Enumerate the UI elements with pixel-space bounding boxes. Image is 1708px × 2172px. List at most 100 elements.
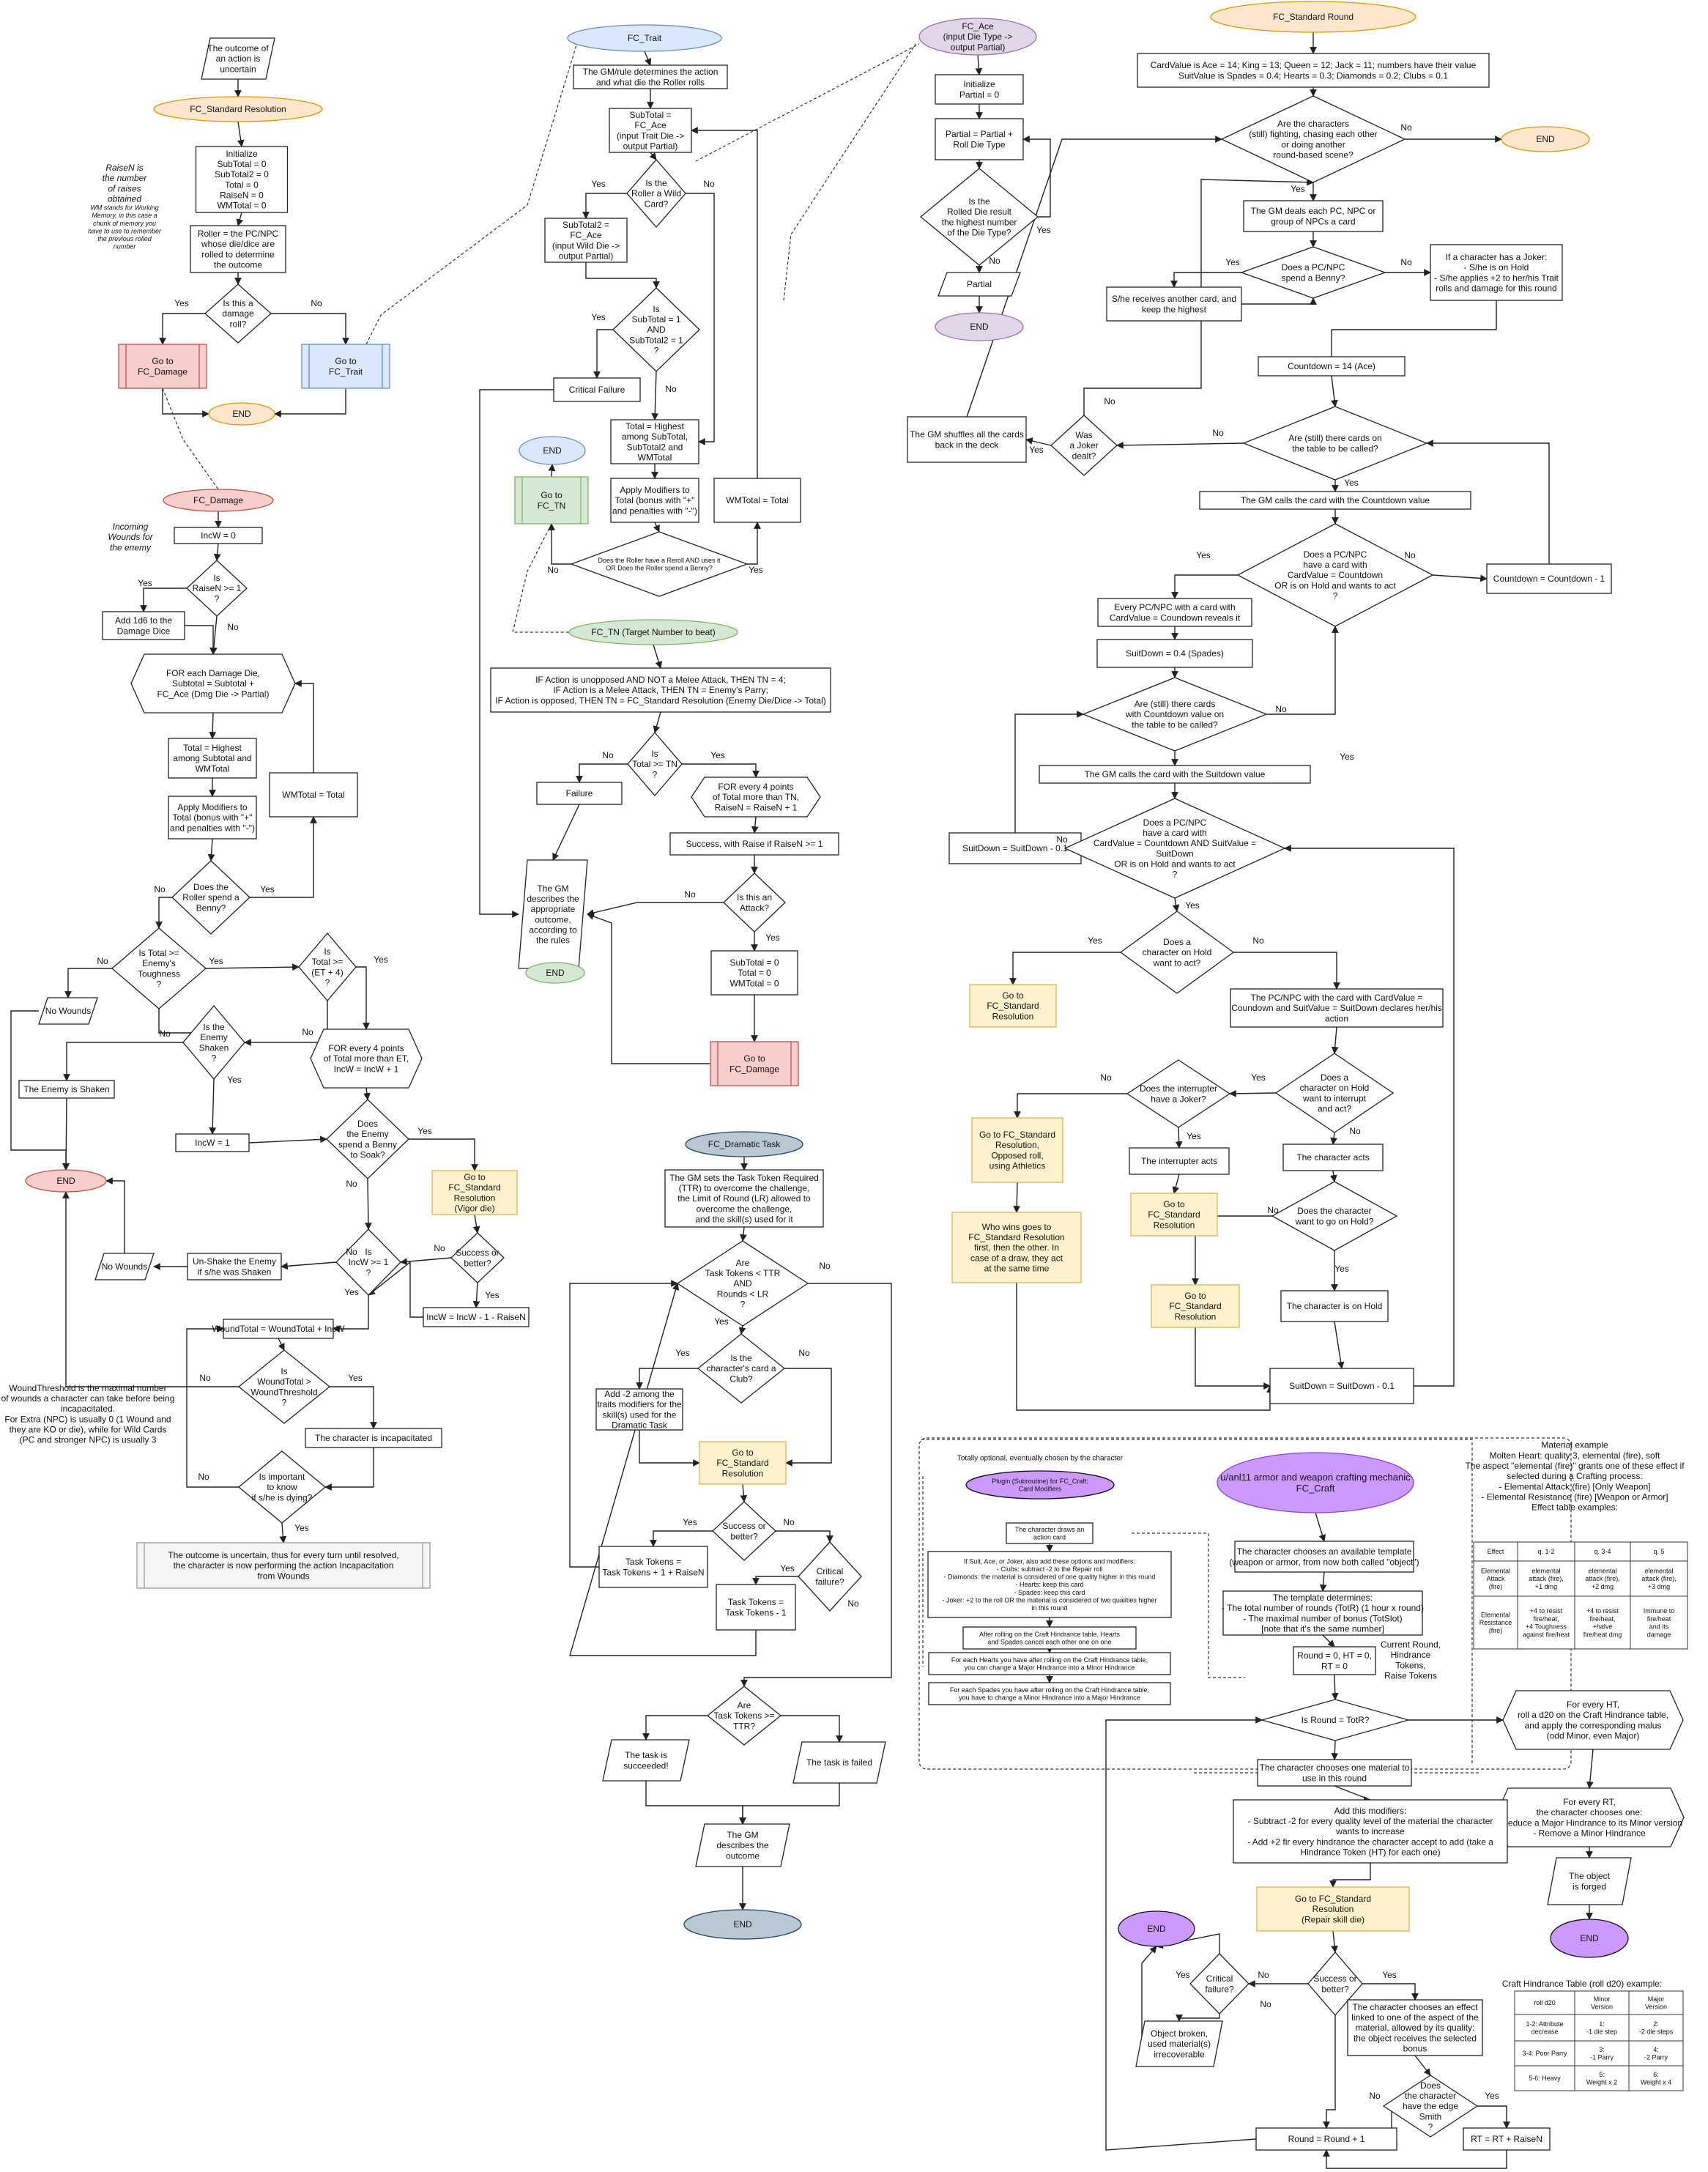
node-rd-title-label-line: FC_Standard Round: [1273, 12, 1354, 22]
node-dm-apply-label-line: Total (bonus with "+": [173, 812, 253, 823]
connector-53: [651, 371, 659, 420]
node-tr-sub-label-line: output Partial): [623, 141, 678, 151]
node-tn-q-label-line: Is: [651, 749, 658, 759]
node-rd-joker-label-line: rolls and damage for this round: [1436, 283, 1556, 293]
node-tr-sub-label-line: (input Trait Die ->: [617, 130, 684, 141]
node-dm-nowounds2-shape: [94, 1253, 155, 1280]
node-ace-end-label: END: [970, 322, 989, 332]
node-dt-success-label-line: better?: [730, 1531, 758, 1541]
node-dt-describes-label-line: The GM: [727, 1830, 758, 1840]
node-rd-has2-label-line: ?: [1173, 870, 1178, 880]
node-cr-rt-plus-shape: [1463, 2127, 1551, 2151]
node-rd-has2-label-line: SuitDown: [1156, 848, 1193, 859]
branch-no-label: No: [819, 1261, 831, 1271]
connector-39: [333, 1295, 369, 1333]
node-tn-if-label-line: IF Action is opposed, THEN TN = FC_Stand…: [495, 695, 826, 705]
node-tn-reset-shape: [710, 950, 798, 996]
connector-42: [62, 1191, 239, 1387]
node-tn-title: FC_TN (Target Number to beat): [568, 619, 738, 645]
node-dm-incw-minus-shape: [423, 1307, 530, 1327]
connector-41: [330, 1386, 377, 1429]
node-rd-another-label-line: S/he receives another card, and: [1112, 294, 1236, 304]
dashed-link-3: [695, 43, 920, 162]
node-rd-still-cd-shape: [1082, 677, 1268, 752]
node-cr-effect-shape: [1347, 1999, 1483, 2056]
node-tn-gm-label-line: describes the: [527, 894, 579, 904]
node-rd-still-label-line: Are (still) there cards on: [1288, 433, 1381, 443]
node-cr-title-label-line: FC_Craft: [1296, 1483, 1335, 1494]
node-rd-declares: The PC/NPC with the card with CardValue …: [1230, 988, 1444, 1028]
branch-no-label: No: [1400, 122, 1412, 133]
node-rd-cd-minus-label-line: Countdown = Countdown - 1: [1493, 574, 1605, 584]
node-sr-note2-label-line: chunk of memory you: [93, 220, 156, 227]
node-rd-interrupter-shape: [1129, 1147, 1230, 1175]
connector-25: [209, 1078, 217, 1135]
node-rd-call: The GM calls the card with the Countdown…: [1199, 491, 1471, 510]
node-tn-gm-label-line: outcome,: [535, 914, 571, 924]
connector-143: [1331, 1674, 1339, 1700]
branch-yes-label: Yes: [1036, 225, 1051, 235]
connector-121: [1284, 845, 1455, 1387]
node-rd-end-shape: [1501, 126, 1590, 152]
connector-154: [1176, 2014, 1220, 2022]
node-cr-every-rt-label: For every RT,the character chooses one:-…: [1496, 1797, 1682, 1838]
connector-107: [1233, 952, 1340, 990]
node-tn-gm-label-line: according to: [529, 924, 577, 935]
node-tn-gotodmg-shape: [710, 1041, 799, 1086]
node-dt-q-label-line: ?: [740, 1300, 746, 1310]
effect-table-cell: [1473, 1560, 1518, 1597]
branch-yes-label: Yes: [374, 955, 388, 965]
node-cr-title: u/anl11 armor and weapon crafting mechan…: [1217, 1452, 1414, 1513]
node-rd-gotosr4-shape: [1151, 1284, 1240, 1328]
node-tn-reset-label-line: SubTotal = 0: [729, 957, 779, 968]
connector-124: [738, 1325, 746, 1335]
connector-7: [274, 388, 346, 418]
node-dt-q2-label-line: Are: [738, 1700, 751, 1710]
node-rd-acts-label-line: The character acts: [1296, 1152, 1369, 1163]
node-dm-raise1-shape: [186, 560, 248, 617]
node-tr-title-shape: [567, 24, 722, 52]
effect-table-cell: [1517, 1541, 1575, 1562]
node-rd-suit-label: SuitDown = 0.4 (Spades): [1126, 648, 1224, 659]
node-rd-joker-label-line: If a character has a Joker:: [1446, 252, 1548, 262]
dashed-link-1: [365, 37, 579, 345]
node-rd-acts: The character acts: [1282, 1144, 1384, 1171]
node-rd-benny-shape: [1240, 246, 1386, 299]
node-cr-determines-label-line: - The maximal number of bonus (TotSlot): [1243, 1613, 1402, 1623]
node-dm-incw1-label-line: IncW = 1: [195, 1138, 230, 1148]
node-rd-values-label: CardValue is Ace = 14; King = 13; Queen …: [1151, 60, 1477, 81]
node-cr-mods-shape: [1233, 1799, 1508, 1864]
node-ace-out-shape: [937, 272, 1021, 297]
connector-36: [105, 1177, 125, 1253]
connector-33: [368, 1261, 423, 1318]
node-rd-gotosr1-shape: [969, 984, 1057, 1028]
node-rd-sd-minus: SuitDown = SuitDown - 0.1: [948, 832, 1082, 864]
branch-no-label: No: [1400, 257, 1412, 267]
connector-136: [781, 1715, 843, 1743]
connector-151: [1331, 1930, 1338, 1953]
node-tn-for4-label-line: RaiseN = RaiseN + 1: [715, 802, 798, 812]
node-dt-plus-shape: [598, 1546, 708, 1588]
node-cr-every-ht-label: For every HT,roll a d20 on the Craft Hin…: [1518, 1700, 1668, 1741]
connector-6: [162, 388, 209, 418]
node-dt-q-label-line: AND: [733, 1278, 752, 1289]
connector-29: [472, 1214, 480, 1234]
node-cr-roundq-shape: [1260, 1699, 1411, 1741]
effect-table-cell-text: q. 5: [1653, 1548, 1664, 1555]
connector-97: [1171, 574, 1238, 599]
